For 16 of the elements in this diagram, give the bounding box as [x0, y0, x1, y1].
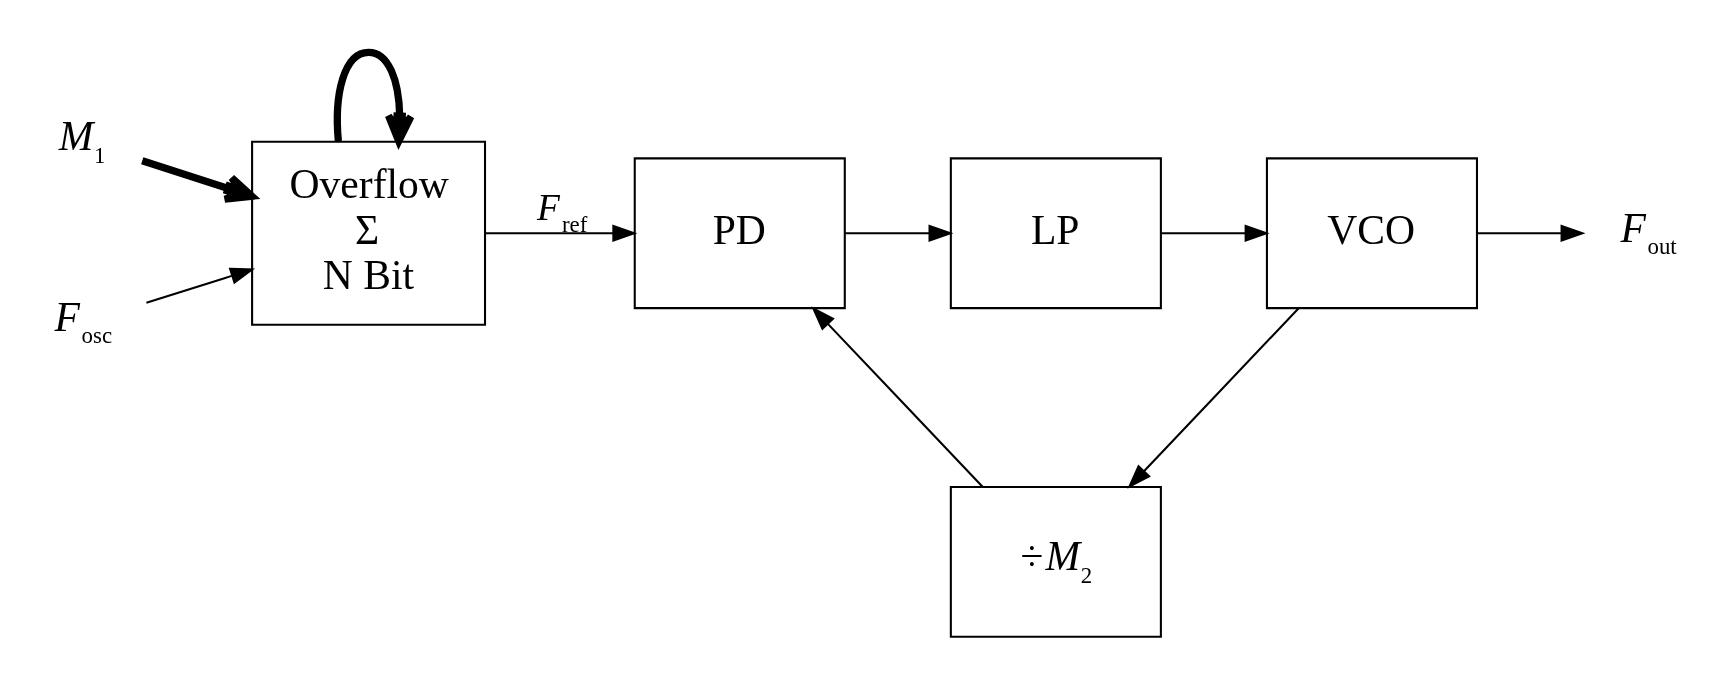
- node-box: LP: [949, 157, 1162, 310]
- arrow: [146, 267, 256, 304]
- arrow: [485, 224, 638, 242]
- arrow: [1160, 224, 1270, 242]
- node-box: VCO: [1265, 157, 1478, 310]
- node-text: F$_{osc}$: [54, 293, 113, 349]
- arrow: [1127, 307, 1300, 489]
- node-box: ÷M$_{2}$: [949, 485, 1162, 638]
- node-text: M$_{1}$: [58, 113, 106, 168]
- arrow: [844, 224, 954, 242]
- node-box: PD: [633, 157, 846, 310]
- node-text: F$_{out}$: [1620, 204, 1677, 260]
- arrow: [811, 306, 984, 488]
- node-box: Overflow Σ N Bit: [251, 140, 487, 326]
- edge-label: F$_{ref}$: [537, 186, 588, 238]
- arrow: [1477, 224, 1586, 242]
